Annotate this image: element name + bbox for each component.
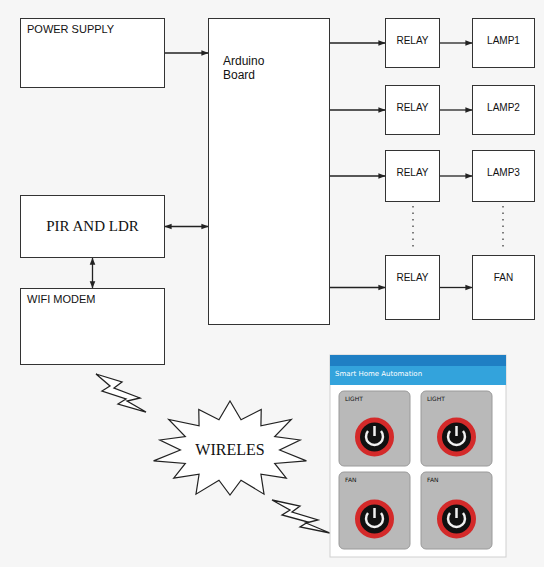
button-label: LIGHT [427,396,445,403]
connector-arrow [440,42,472,43]
wifi-modem-box: WIFI MODEM [20,288,165,365]
box-label: WIRELES [195,441,264,459]
button-label: LIGHT [345,396,363,403]
power-icon [440,502,474,536]
button-label: FAN [345,477,357,484]
lamp-box: LAMP1 [472,18,535,68]
box-label: LAMP2 [487,102,520,114]
power-icon [358,420,392,454]
arduino-board-box: Arduino Board [208,18,330,325]
connector-arrow [330,109,385,110]
box-label: PIR AND LDR [46,218,139,235]
box-label: LAMP3 [487,167,520,179]
app-title: Smart Home Automation [335,371,422,379]
box-label: RELAY [396,35,428,47]
relay-box: RELAY [385,18,440,68]
power-icon [440,420,474,454]
lamp-box: LAMP2 [472,85,535,135]
power-icon [358,502,392,536]
box-label: POWER SUPPLY [27,23,114,36]
button-label: FAN [427,477,439,484]
wireless-starburst: WIRELES [150,400,310,500]
connector-arrow [165,52,208,53]
connector-arrow [440,287,472,288]
lamp-box: LAMP3 [472,150,535,202]
lightning-bolt [272,500,330,533]
relay-box: RELAY [385,150,440,202]
connector-arrow [440,109,472,110]
connector-arrow [92,258,93,288]
box-label: RELAY [396,167,428,179]
relay-box: RELAY [385,255,440,320]
relay-box: RELAY [385,85,440,135]
phone-screenshot [330,355,506,557]
sensor-box: PIR AND LDR [20,195,165,258]
connector-arrow [330,287,385,288]
connector-arrow [330,42,385,43]
box-label: LAMP1 [487,35,520,47]
power-supply-box: POWER SUPPLY [20,18,165,88]
fan-box: FAN [472,255,535,320]
box-label: FAN [494,272,513,284]
connector-arrow [330,175,385,176]
continuation-dots [412,206,414,250]
connector-arrow [165,226,208,227]
connector-arrow [440,175,472,176]
box-label: WIFI MODEM [27,293,95,306]
continuation-dots [502,206,504,250]
lightning-bolt [96,374,146,412]
box-label: RELAY [396,102,428,114]
box-label: Arduino Board [223,55,285,83]
box-label: RELAY [396,272,428,284]
